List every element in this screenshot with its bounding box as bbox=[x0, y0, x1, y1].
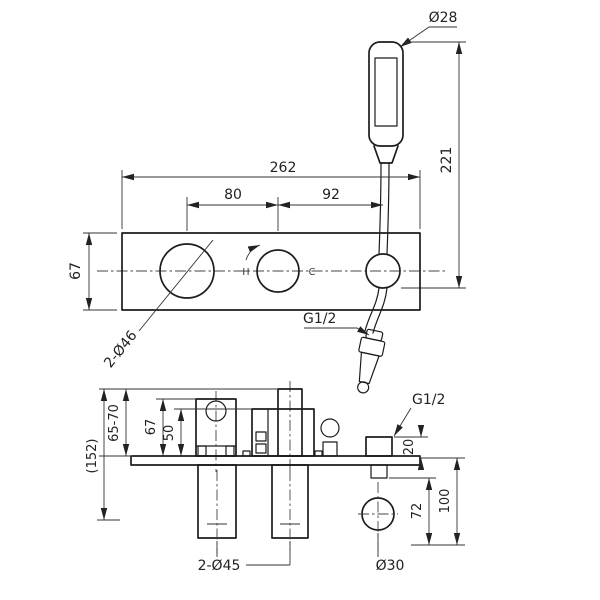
plate-screw bbox=[314, 450, 323, 457]
hole-diameter-pair-label: 2-Ø45 bbox=[198, 558, 241, 574]
center-valve-body bbox=[251, 408, 315, 457]
outlet-stub bbox=[370, 464, 388, 479]
trim-width-label: 262 bbox=[270, 160, 297, 176]
section-dims-right: G1/2 20 100 72 bbox=[389, 392, 465, 546]
cartridge-depth-label: 50 bbox=[162, 425, 177, 442]
handset-diameter-leader bbox=[399, 26, 457, 48]
temperature-handle bbox=[256, 249, 300, 293]
drop-100-label: 100 bbox=[438, 489, 453, 514]
dim-handset-diameter: Ø28 bbox=[399, 10, 458, 48]
outlet-hole-diameter-label: Ø30 bbox=[376, 558, 405, 574]
thread-front-leader bbox=[304, 326, 370, 336]
hose-fitting bbox=[357, 328, 386, 394]
thread-front-label: G1/2 bbox=[303, 311, 336, 327]
spacing-right-label: 92 bbox=[322, 187, 340, 203]
label-outlet-thread-front: G1/2 bbox=[303, 311, 370, 336]
drop-72-label: 72 bbox=[410, 503, 425, 520]
handle-diameter-leader bbox=[138, 239, 214, 332]
outlet-projection-label: 20 bbox=[402, 439, 417, 456]
plate-screw bbox=[242, 450, 251, 457]
hose-lower-right bbox=[372, 287, 388, 334]
side-port bbox=[320, 418, 340, 438]
handset-neck bbox=[373, 145, 399, 164]
volume-handle bbox=[159, 243, 215, 299]
front-view: H C bbox=[97, 197, 448, 311]
rotation-arrow bbox=[245, 244, 261, 261]
cold-label: C bbox=[309, 267, 316, 278]
depth-range-label: 65-70 bbox=[107, 404, 122, 442]
label-handle-diameter: 2-Ø46 bbox=[101, 239, 214, 371]
handset-spray-face bbox=[374, 57, 398, 127]
handset-diameter-label: Ø28 bbox=[429, 10, 458, 26]
trim-height-label: 67 bbox=[68, 262, 84, 280]
thread-side-leader bbox=[393, 407, 412, 437]
hand-shower bbox=[357, 41, 404, 394]
hot-label: H bbox=[242, 267, 249, 278]
handset-holder-outlet bbox=[365, 253, 401, 289]
handset-height-label: 221 bbox=[439, 147, 455, 174]
left-valve-body bbox=[195, 398, 237, 457]
body-depth-label: 67 bbox=[144, 419, 159, 436]
handle-diameter-label: 2-Ø46 bbox=[101, 328, 140, 371]
dim-trim-height: 67 bbox=[68, 232, 117, 311]
section-view bbox=[130, 381, 421, 556]
section-labels-bottom: 2-Ø45 Ø30 bbox=[198, 533, 405, 574]
outlet-elbow bbox=[365, 436, 393, 457]
mounting-plate bbox=[130, 455, 421, 466]
overall-depth-label: (152) bbox=[85, 439, 100, 474]
trim-plate bbox=[121, 232, 421, 311]
dim-trim-width: 262 bbox=[121, 160, 421, 229]
handset-body bbox=[368, 41, 404, 147]
spacing-left-label: 80 bbox=[224, 187, 242, 203]
dim-handle-spacing: 80 92 bbox=[187, 187, 383, 209]
thread-side-label: G1/2 bbox=[412, 392, 445, 408]
dim-handset-height: 221 bbox=[401, 41, 466, 289]
section-dims-left: 65-70 (152) 67 50 bbox=[85, 388, 278, 521]
